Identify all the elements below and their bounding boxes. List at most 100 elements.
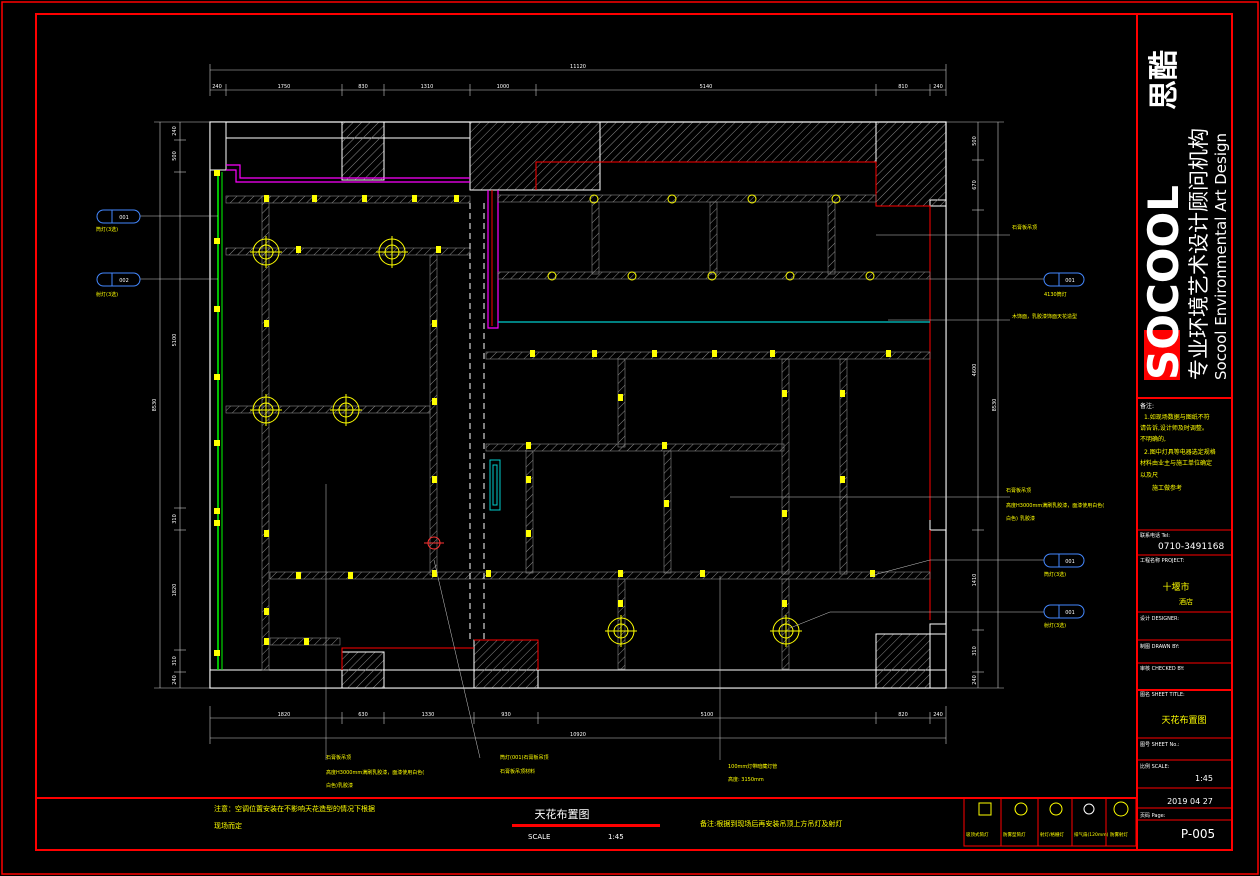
svg-text:1820: 1820 xyxy=(278,712,291,718)
company-logo: SOCOOL 思酷 专业环境艺术设计顾问机构 Socool Environmen… xyxy=(1139,50,1230,380)
svg-text:930: 930 xyxy=(501,712,511,718)
svg-text:240: 240 xyxy=(972,675,978,685)
svg-text:石膏板吊顶: 石膏板吊顶 xyxy=(1012,224,1037,231)
dimensions-right xyxy=(946,121,1004,689)
column-bottom-right xyxy=(875,633,931,689)
legend-fan-icon xyxy=(1083,803,1095,815)
small-downlights xyxy=(214,170,891,656)
svg-text:001: 001 xyxy=(1065,559,1075,565)
svg-text:不明确的,: 不明确的, xyxy=(1140,435,1166,443)
svg-text:木饰面，乳胶漆饰面天花造型: 木饰面，乳胶漆饰面天花造型 xyxy=(1012,313,1077,320)
column-bottom-middle xyxy=(473,639,539,689)
svg-text:高度: 3150mm: 高度: 3150mm xyxy=(728,776,764,783)
column-bottom-left xyxy=(341,651,385,689)
legend-fog-light-icon xyxy=(1014,802,1028,816)
svg-text:十堰市: 十堰市 xyxy=(1162,581,1189,593)
svg-text:注意：空调位置安装在不影响天花造型的情况下根据: 注意：空调位置安装在不影响天花造型的情况下根据 xyxy=(214,804,375,813)
annotations: 石膏板吊顶 木饰面，乳胶漆饰面天花造型 石膏板吊顶 高度H3000mm满刷乳胶漆… xyxy=(326,224,1104,789)
svg-text:310: 310 xyxy=(972,646,978,656)
date-value: 2019 04 27 xyxy=(1167,797,1213,806)
tel-value: 0710-3491168 xyxy=(1158,542,1225,552)
svg-text:001: 001 xyxy=(119,215,129,221)
company-cn: 专业环境艺术设计顾问机构 xyxy=(1187,128,1211,380)
svg-text:10920: 10920 xyxy=(570,732,586,738)
logo-cn: 思酷 xyxy=(1147,50,1182,110)
dimensions-left xyxy=(154,121,210,689)
svg-text:001: 001 xyxy=(1065,278,1075,284)
legend-downlight-icon xyxy=(978,802,992,816)
large-lights xyxy=(250,236,802,647)
svg-text:500: 500 xyxy=(172,151,178,161)
svg-text:11120: 11120 xyxy=(570,64,586,70)
logo-text: SOCOOL xyxy=(1139,185,1188,380)
svg-text:备注:根据到现场后再安装吊顶上方吊灯及射灯: 备注:根据到现场后再安装吊顶上方吊灯及射灯 xyxy=(700,819,842,828)
drawing-title: 天花布置图 xyxy=(535,808,590,821)
svg-text:240: 240 xyxy=(933,712,943,718)
svg-text:制图 DRAWN BY:: 制图 DRAWN BY: xyxy=(1140,643,1180,650)
svg-text:002: 002 xyxy=(119,278,129,284)
bottom-notes: 注意：空调位置安装在不影响天花造型的情况下根据 现场而定 天花布置图 SCALE… xyxy=(214,804,842,841)
svg-text:白色): 白色) xyxy=(1006,515,1018,522)
svg-text:100mm灯带暗藏灯管: 100mm灯带暗藏灯管 xyxy=(728,763,777,770)
svg-text:筒灯(3选): 筒灯(3选) xyxy=(1044,571,1066,578)
svg-text:审核 CHECKED BY:: 审核 CHECKED BY: xyxy=(1140,665,1185,672)
legend-fog-spot-icon xyxy=(1113,801,1129,817)
svg-text:材料由业主与施工单位确定: 材料由业主与施工单位确定 xyxy=(1140,459,1212,467)
svg-text:射灯(3选): 射灯(3选) xyxy=(1044,622,1066,629)
svg-text:4130筒灯: 4130筒灯 xyxy=(1044,291,1067,298)
svg-text:1310: 1310 xyxy=(421,84,434,90)
svg-text:联系电话 Tel:: 联系电话 Tel: xyxy=(1140,532,1170,539)
svg-text:乳胶漆: 乳胶漆 xyxy=(1020,515,1035,522)
notes-header: 备注: xyxy=(1140,402,1154,410)
svg-text:1.如现场数据与图纸不符: 1.如现场数据与图纸不符 xyxy=(1144,413,1210,421)
svg-text:石膏板吊顶材料: 石膏板吊顶材料 xyxy=(500,768,535,775)
svg-text:酒店: 酒店 xyxy=(1179,597,1193,606)
title-block: SOCOOL 思酷 专业环境艺术设计顾问机构 Socool Environmen… xyxy=(1137,50,1232,841)
svg-text:240: 240 xyxy=(172,126,178,136)
legend-spot-icon xyxy=(1049,802,1063,816)
svg-text:图号 SHEET No.:: 图号 SHEET No.: xyxy=(1140,742,1180,748)
svg-text:630: 630 xyxy=(358,712,368,718)
svg-text:石膏板吊顶: 石膏板吊顶 xyxy=(1006,487,1031,494)
company-en: Socool Environmental Art Design xyxy=(1212,133,1230,380)
svg-text:810: 810 xyxy=(898,84,908,90)
svg-text:石膏板吊顶: 石膏板吊顶 xyxy=(326,754,351,761)
sheet-title: 天花布置图 xyxy=(1161,714,1206,726)
svg-text:500: 500 xyxy=(972,136,978,146)
leader-lines xyxy=(140,215,1044,760)
svg-text:高度H3000mm满刷乳胶漆，面漆使用白色(: 高度H3000mm满刷乳胶漆，面漆使用白色( xyxy=(1006,502,1104,509)
svg-text:现场而定: 现场而定 xyxy=(214,821,242,830)
svg-text:射灯(3选): 射灯(3选) xyxy=(96,291,118,298)
svg-text:页码 Page:: 页码 Page: xyxy=(1140,812,1166,819)
tag-right-3[interactable]: 001 射灯(3选) xyxy=(1043,604,1085,629)
tag-right-1[interactable]: 001 4130筒灯 xyxy=(1043,272,1085,298)
svg-text:310: 310 xyxy=(172,514,178,524)
svg-text:高度H3000mm满刷乳胶漆，面漆使用白色(: 高度H3000mm满刷乳胶漆，面漆使用白色( xyxy=(326,769,424,776)
svg-text:吸顶式筒灯: 吸顶式筒灯 xyxy=(966,831,989,838)
svg-text:工程名称 PROJECT:: 工程名称 PROJECT: xyxy=(1140,557,1185,564)
svg-text:防雾型筒灯: 防雾型筒灯 xyxy=(1003,831,1026,838)
legend: 吸顶式筒灯 防雾型筒灯 射灯/格栅灯 排气扇(120mm) 防雾射灯 xyxy=(963,797,1137,847)
svg-text:设计 DESIGNER:: 设计 DESIGNER: xyxy=(1140,615,1179,622)
svg-text:1410: 1410 xyxy=(972,574,978,587)
tag-left-1[interactable]: 001 筒灯(3选) xyxy=(96,209,141,233)
fan-symbol xyxy=(424,536,444,550)
svg-text:1330: 1330 xyxy=(422,712,435,718)
column-top-right xyxy=(875,121,947,207)
dimensions-top xyxy=(209,64,947,96)
tag-left-2[interactable]: 002 射灯(3选) xyxy=(96,272,141,298)
svg-text:240: 240 xyxy=(172,675,178,685)
svg-text:4600: 4600 xyxy=(972,364,978,377)
svg-text:排气扇(120mm): 排气扇(120mm) xyxy=(1074,831,1109,838)
svg-text:1000: 1000 xyxy=(497,84,510,90)
page-number: P-005 xyxy=(1181,827,1215,841)
svg-text:001: 001 xyxy=(1065,610,1075,616)
svg-text:5100: 5100 xyxy=(701,712,714,718)
svg-text:2.图中灯具等电器选定规格: 2.图中灯具等电器选定规格 xyxy=(1144,448,1216,456)
svg-text:白色)乳胶漆: 白色)乳胶漆 xyxy=(326,782,353,789)
tag-right-2[interactable]: 001 筒灯(3选) xyxy=(1043,553,1085,578)
svg-text:5100: 5100 xyxy=(172,334,178,347)
svg-text:310: 310 xyxy=(172,656,178,666)
